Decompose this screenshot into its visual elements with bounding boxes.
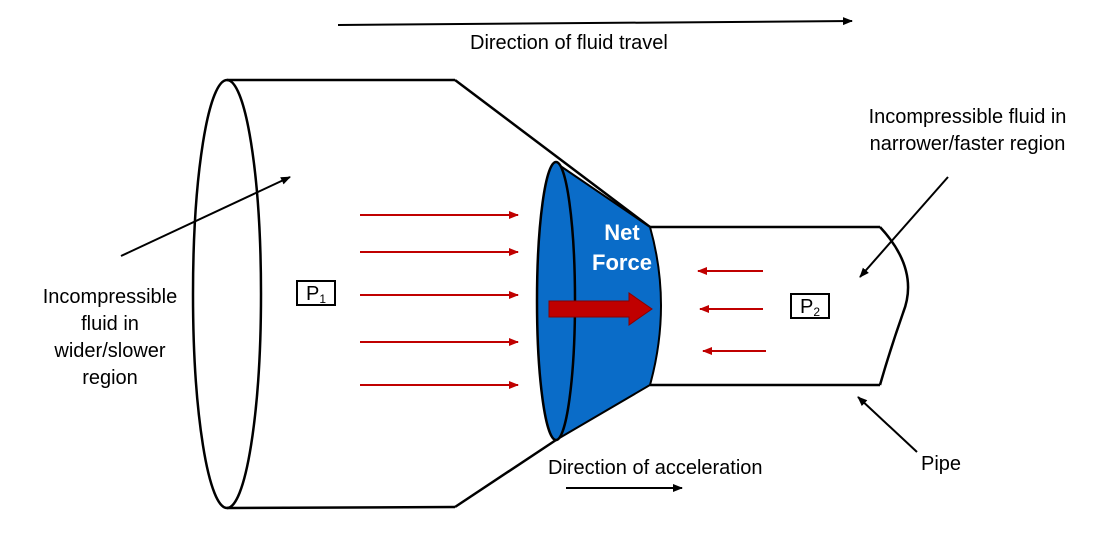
fluid-travel-arrow bbox=[337, 17, 853, 26]
pressure-p2-box: P2 bbox=[790, 293, 830, 319]
wide-region-line: fluid in bbox=[81, 313, 139, 335]
pipe-pointer bbox=[857, 396, 918, 453]
wide-region-line: Incompressible bbox=[42, 286, 178, 308]
pipe-label: Pipe bbox=[921, 453, 962, 475]
pipe-taper-bottom-edge bbox=[454, 438, 557, 509]
net-force-line: Force bbox=[592, 250, 652, 275]
net-force-arrow bbox=[548, 292, 653, 326]
wide-region-line: wider/slower bbox=[54, 340, 166, 362]
narrow-region-pointer bbox=[859, 176, 949, 278]
narrow-region-line: narrower/faster region bbox=[869, 133, 1066, 155]
pressure-p1-box: P1 bbox=[296, 280, 336, 306]
narrow-region-label: Incompressible fluid in narrower/faster … bbox=[845, 104, 1090, 158]
wide-region-pointer bbox=[120, 176, 291, 257]
acceleration-label: Direction of acceleration bbox=[548, 457, 763, 479]
pipe-wide-bottom-edge bbox=[226, 505, 456, 510]
wide-region-line: region bbox=[82, 367, 138, 389]
fluid-travel-label: Direction of fluid travel bbox=[470, 32, 668, 54]
narrow-region-line: Incompressible fluid in bbox=[868, 106, 1067, 128]
pressure-p1-symbol: P bbox=[305, 283, 320, 305]
pipe-outlet-opening bbox=[878, 226, 910, 386]
net-force-label: Net Force bbox=[577, 218, 667, 278]
pipe-taper-top-edge bbox=[454, 79, 651, 228]
wide-region-label: Incompressible fluid in wider/slower reg… bbox=[10, 284, 210, 392]
pressure-p2-symbol: P bbox=[799, 296, 814, 318]
net-force-line: Net bbox=[604, 220, 640, 245]
pressure-p2-subscript: 2 bbox=[813, 305, 821, 319]
pressure-p1-subscript: 1 bbox=[319, 292, 327, 306]
